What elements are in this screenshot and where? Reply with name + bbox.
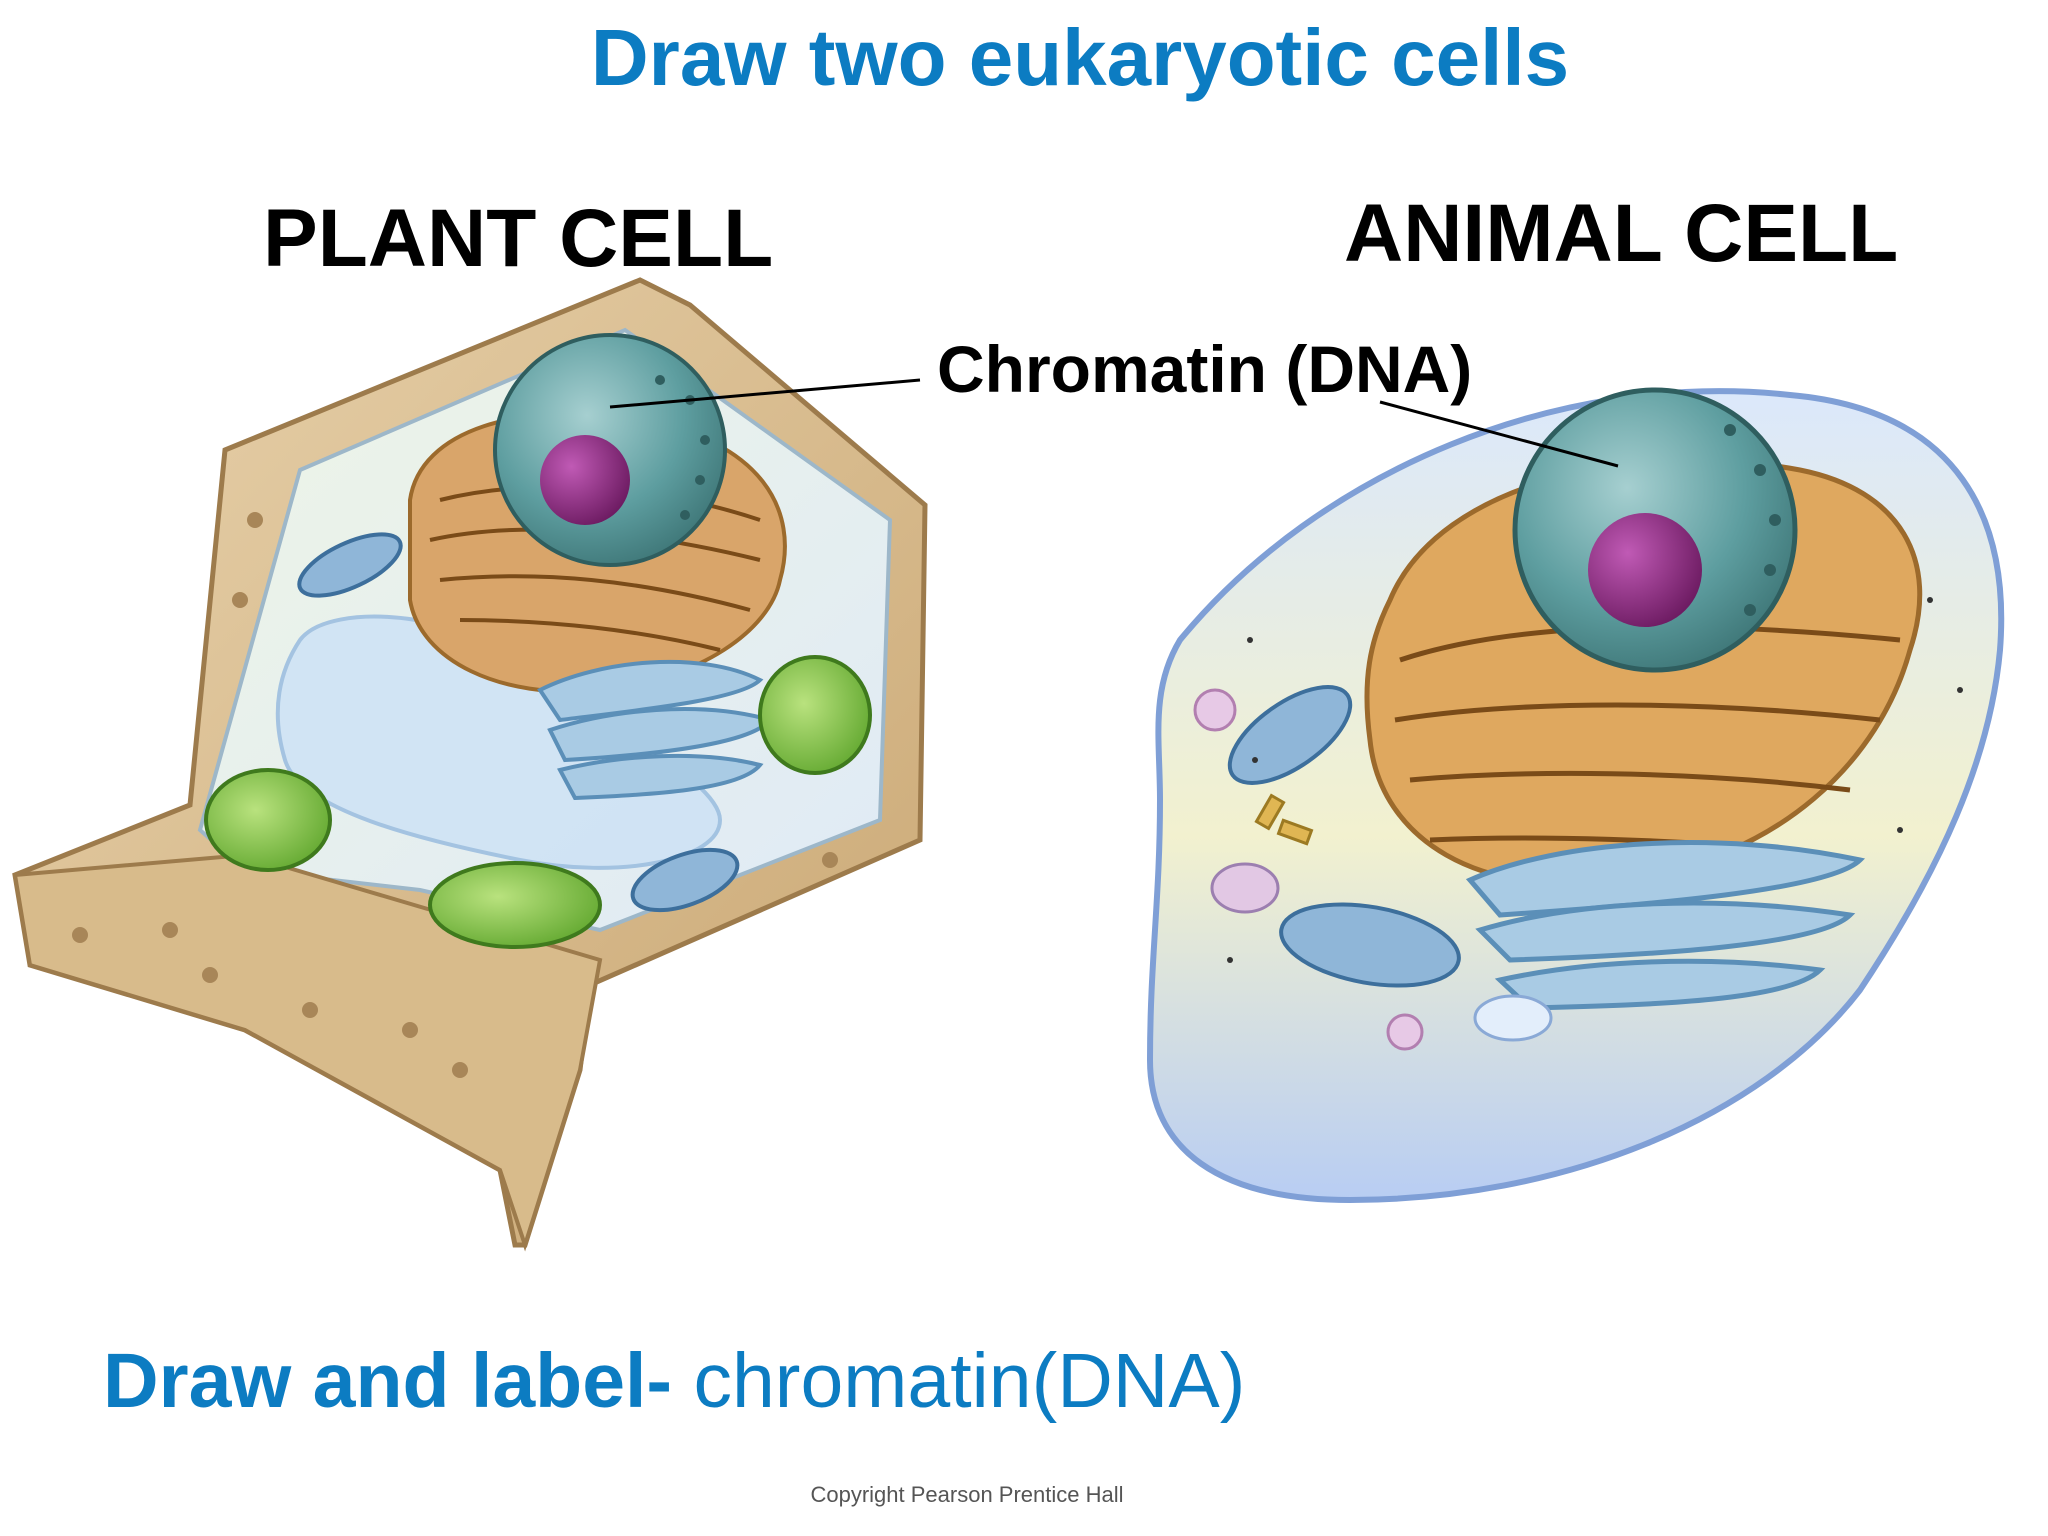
plant-chloroplast <box>204 768 332 872</box>
plant-chloroplast <box>758 655 872 775</box>
animal-vesicle <box>1473 994 1553 1042</box>
animal-centrioles <box>1254 793 1314 846</box>
animal-lysosome <box>1193 688 1237 732</box>
plant-mitochondrion <box>297 532 403 598</box>
plant-mitochondrion <box>630 847 740 913</box>
chromatin-label: Chromatin (DNA) <box>937 332 1473 406</box>
plant-chloroplast <box>428 861 602 949</box>
plant-wall-pits <box>72 512 838 1078</box>
chromatin-leader-animal <box>1379 400 1619 468</box>
plant-golgi <box>537 659 774 801</box>
animal-vesicle <box>1210 862 1280 914</box>
animal-cell-heading: ANIMAL CELL <box>1344 188 1899 279</box>
plant-cell-heading: PLANT CELL <box>263 193 774 284</box>
animal-golgi <box>1465 840 1866 1011</box>
instruction-bold: Draw and label- <box>103 1338 694 1424</box>
animal-mitochondrion <box>1279 902 1461 988</box>
animal-ribosomes <box>1227 597 1963 963</box>
plant-cell <box>12 277 928 1252</box>
animal-cell <box>1146 387 2005 1204</box>
animal-nucleolus <box>1588 513 1702 627</box>
chromatin-leader-plant <box>609 378 921 409</box>
plant-wall-front <box>12 852 603 1252</box>
plant-nucleolus <box>540 435 630 525</box>
instruction-footer: Draw and label- chromatin(DNA) <box>103 1343 1245 1420</box>
page-title: Draw two eukaryotic cells <box>590 13 1570 102</box>
plant-nuclear-pores <box>655 375 710 520</box>
animal-nuclear-pores <box>1724 424 1781 616</box>
animal-lysosome <box>1386 1013 1424 1051</box>
copyright-notice: Copyright Pearson Prentice Hall <box>810 1482 1124 1507</box>
instruction-regular: chromatin(DNA) <box>693 1338 1246 1424</box>
animal-mitochondrion <box>1227 685 1353 785</box>
